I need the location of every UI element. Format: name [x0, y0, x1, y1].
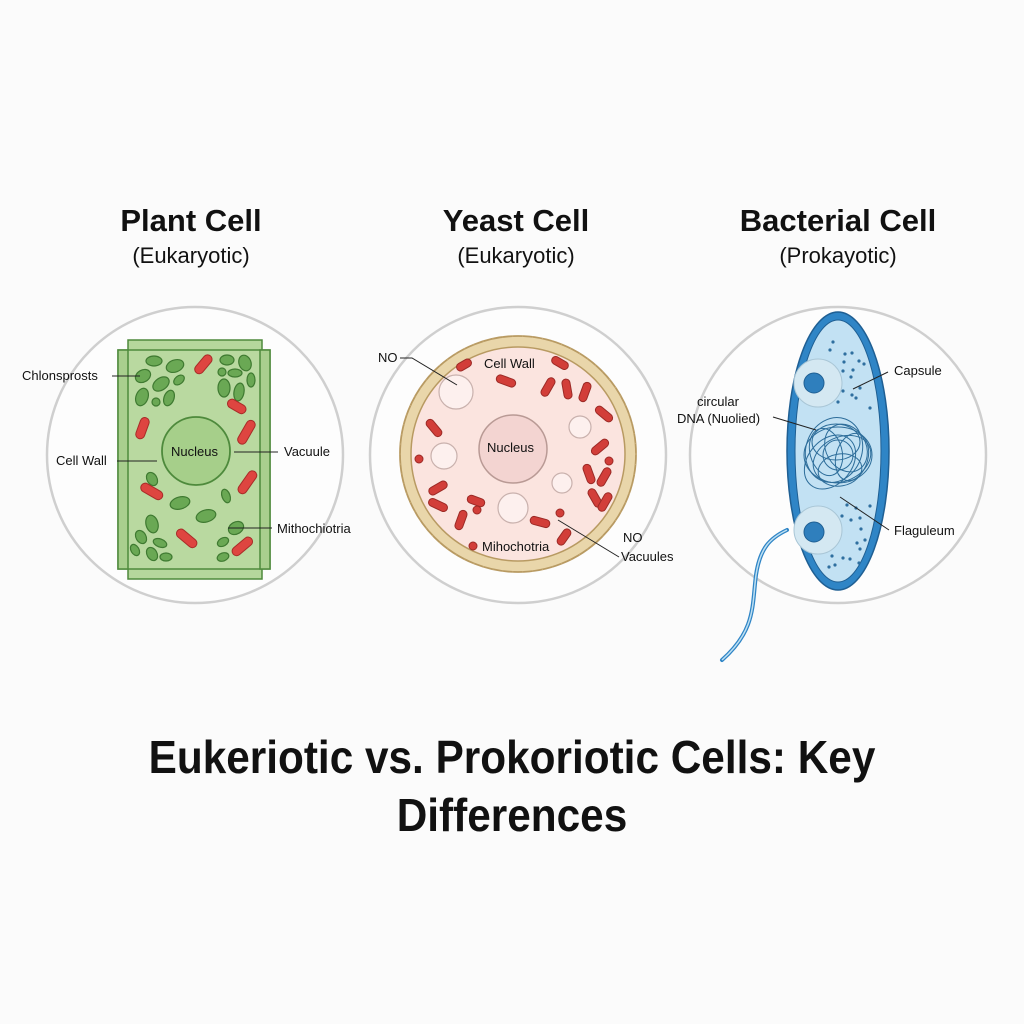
yeast-cell-title: Yeast Cell — [442, 203, 590, 238]
bacterial-label-dna-line1: circular — [697, 394, 740, 409]
bacterial-granule-cores — [803, 372, 825, 543]
bacterial-label-capsule: Capsule — [894, 363, 942, 378]
main-title-line2: Differences — [396, 789, 628, 841]
plant-cell-heading: Plant Cell (Eukaryotic) — [31, 203, 351, 271]
bacterial-label-dna-line2: DNA (Nuolied) — [677, 411, 760, 426]
plant-cell-subtitle: (Eukaryotic) — [132, 243, 250, 268]
bacterial-leader-lines — [772, 371, 890, 531]
yeast-vesicles — [430, 374, 592, 524]
plant-wall-right — [259, 349, 271, 570]
plant-mitochondria — [135, 354, 258, 557]
bacterial-dna — [803, 417, 873, 490]
bacterial-label-flagellum: Flaguleum — [894, 523, 955, 538]
main-title: Eukeriotic vs. Prokoriotic Cells: Key Di… — [41, 728, 983, 844]
bacterial-cell-subtitle: (Prokayotic) — [779, 243, 897, 268]
bacterial-cell-heading: Bacterial Cell (Prokayotic) — [678, 203, 998, 271]
plant-nucleus — [161, 416, 231, 486]
bacterial-ribosomes — [827, 340, 872, 569]
yeast-leader-lines — [400, 357, 620, 558]
plant-label-nucleus: Nucleus — [171, 444, 218, 459]
yeast-cell-heading: Yeast Cell (Eukaryotic) — [356, 203, 676, 271]
yeast-label-cell-wall: Cell Wall — [484, 356, 535, 371]
plant-cell-title: Plant Cell — [120, 203, 262, 238]
plant-label-chloroplasts: Chlonsprosts — [22, 368, 98, 383]
yeast-wall-texture — [399, 335, 637, 573]
yeast-cell-figure: NO Cell Wall Nucleus Mihochotria NO Vacu… — [368, 305, 674, 605]
yeast-mitochondria — [414, 356, 614, 551]
plant-leader-lines — [112, 375, 278, 529]
yeast-nucleus — [478, 414, 548, 484]
plant-chloroplasts — [129, 354, 256, 562]
yeast-label-no-bottom: NO — [623, 530, 643, 545]
bacterial-flagellum-highlight — [721, 529, 788, 661]
plant-wall-left — [117, 349, 129, 570]
yeast-label-nucleus: Nucleus — [487, 440, 534, 455]
yeast-cell-subtitle: (Eukaryotic) — [457, 243, 575, 268]
plant-cell-figure: Chlonsprosts Cell Wall Nucleus Vacuule M… — [22, 305, 351, 605]
bacterial-cell-figure: circular DNA (Nuolied) Capsule Flaguleum — [677, 305, 988, 662]
main-title-line1: Eukeriotic vs. Prokoriotic Cells: Key — [148, 731, 876, 783]
plant-label-mitochondria: Mithochiotria — [277, 521, 351, 536]
plant-label-cell-wall: Cell Wall — [56, 453, 107, 468]
yeast-label-mitochondria: Mihochotria — [482, 539, 550, 554]
bacterial-cell-title: Bacterial Cell — [739, 203, 937, 238]
bacterial-inclusions — [793, 358, 843, 555]
plant-label-vacuole: Vacuule — [284, 444, 330, 459]
yeast-label-vacuoles: Vacuules — [621, 549, 674, 564]
yeast-label-no-top: NO — [378, 350, 398, 365]
